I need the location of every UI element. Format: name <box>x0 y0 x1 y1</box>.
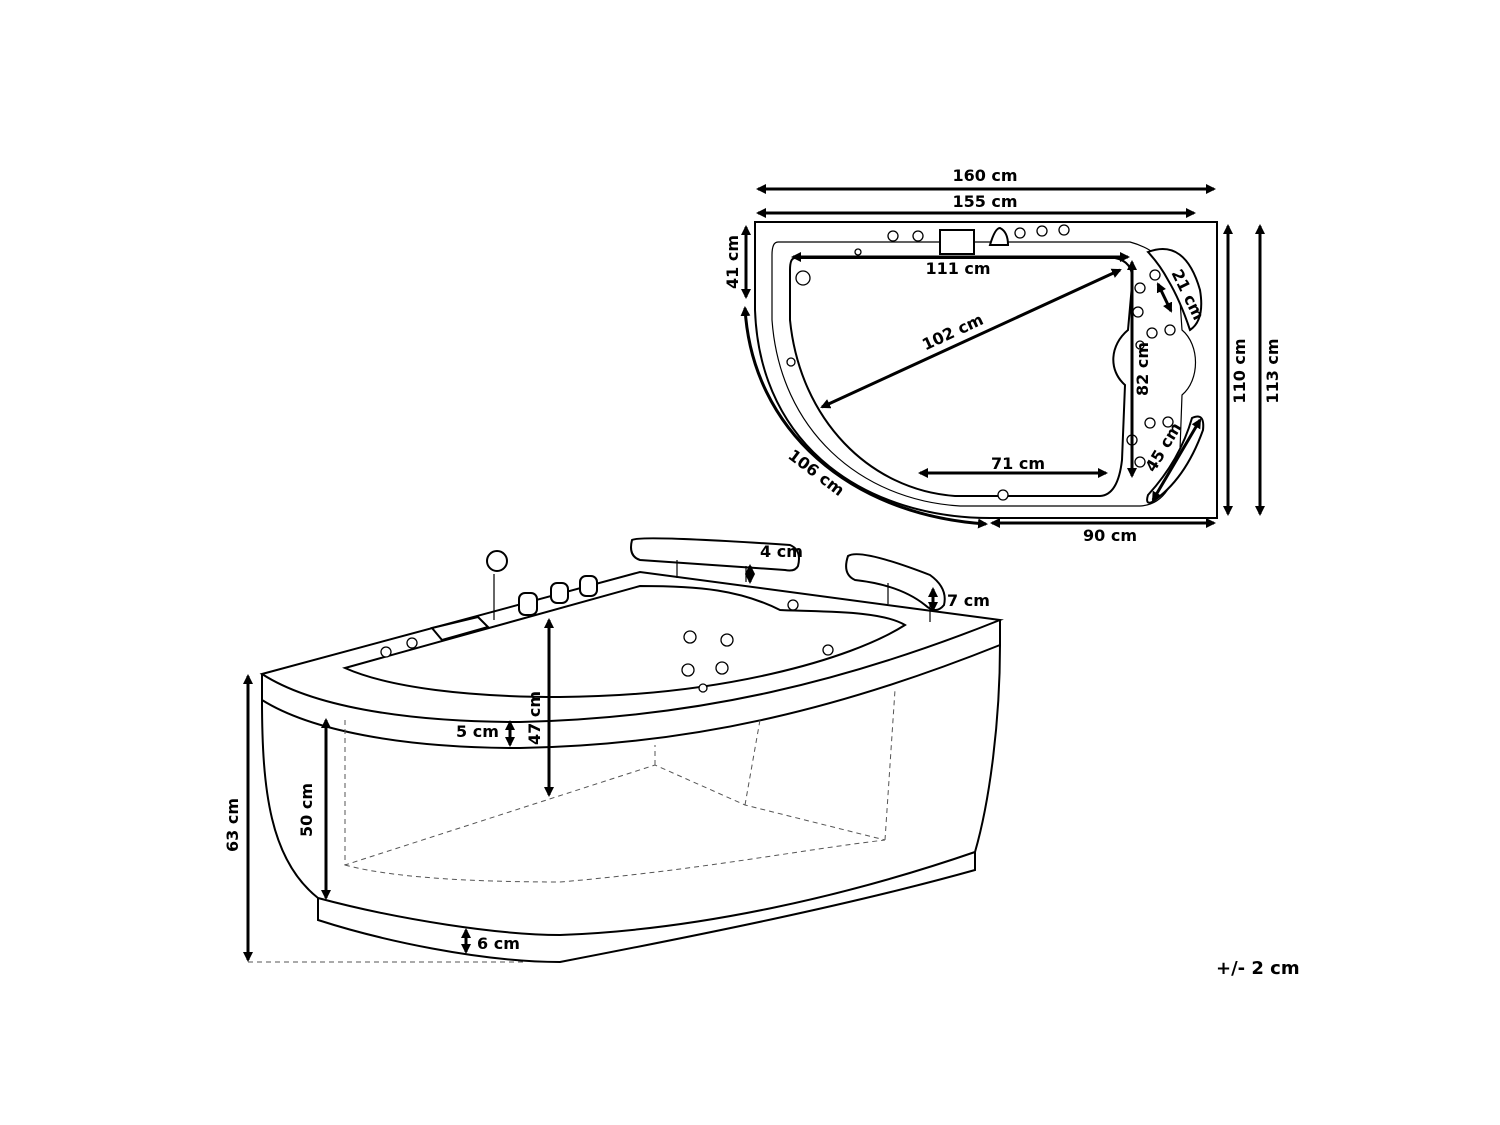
button-icon <box>406 637 418 649</box>
dim-21-label: 21 cm <box>1168 266 1209 323</box>
side-rim-front <box>261 620 1001 750</box>
dim-155-label: 155 cm <box>952 192 1017 211</box>
hidden-line <box>344 839 886 883</box>
side-basin <box>342 584 907 699</box>
dim-82-label: 82 cm <box>1133 342 1152 396</box>
dim-160-label: 160 cm <box>952 166 1017 185</box>
dim-47-label: 47 cm <box>525 691 544 745</box>
top-view-headrest-upper <box>1146 248 1203 332</box>
side-base <box>317 852 976 964</box>
drain-icon <box>795 270 811 286</box>
hidden-floor-lines <box>344 720 886 866</box>
button-icon <box>380 646 392 658</box>
button-icon <box>887 230 899 242</box>
dim-45-line <box>1151 418 1202 502</box>
valve-knob-icon <box>579 575 598 597</box>
dim-6-label: 6 cm <box>477 934 520 953</box>
dim-90-label: 90 cm <box>1083 526 1137 545</box>
button-icon <box>1058 224 1070 236</box>
side-headrest-left <box>630 537 800 572</box>
button-icon <box>1036 225 1048 237</box>
valve-knob-icon <box>550 582 569 604</box>
dim-50-label: 50 cm <box>297 783 316 837</box>
dim-110-label: 110 cm <box>1230 338 1249 403</box>
shower-head-icon <box>988 226 1010 246</box>
dim-7-label: 7 cm <box>947 591 990 610</box>
dim-41-label: 41 cm <box>723 235 742 289</box>
side-jets <box>681 599 834 693</box>
dim-21-line <box>1156 282 1173 313</box>
dim-111-label: 111 cm <box>925 259 990 278</box>
dim-113-label: 113 cm <box>1263 338 1282 403</box>
dim-5-label: 5 cm <box>456 722 499 741</box>
hand-shower-icon <box>486 550 508 572</box>
tolerance-note: +/- 2 cm <box>1216 958 1300 979</box>
hidden-line <box>744 719 761 806</box>
dim-106-line <box>740 306 988 529</box>
dim-71-label: 71 cm <box>991 454 1045 473</box>
dim-4-label: 4 cm <box>760 542 803 561</box>
side-rim-top <box>259 570 1004 724</box>
faucet-spout-icon <box>430 615 490 642</box>
button-icon <box>1014 227 1026 239</box>
side-apron <box>261 644 1001 937</box>
side-view: 4 cm 7 cm 5 cm 47 cm 50 cm 63 cm 6 cm <box>223 537 1004 964</box>
valve-knob-icon <box>518 592 538 616</box>
top-view: 160 cm 155 cm 41 cm 111 cm 102 cm 82 cm … <box>723 166 1282 545</box>
dim-102-line <box>820 268 1122 409</box>
dim-63-label: 63 cm <box>223 798 242 852</box>
hidden-line <box>884 689 896 841</box>
control-panel-icon <box>939 229 975 255</box>
button-icon <box>912 230 924 242</box>
